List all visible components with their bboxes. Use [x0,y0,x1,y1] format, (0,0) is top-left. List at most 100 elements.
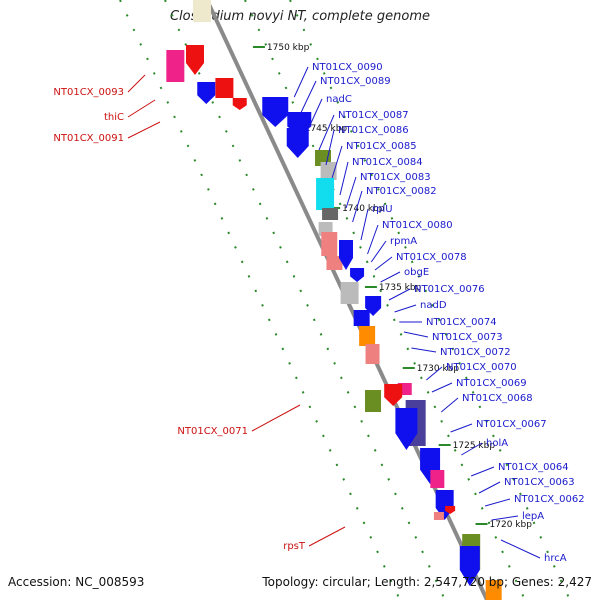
forward-gene-label: thiC [104,112,124,123]
forward-gene-block [197,82,216,104]
forward-gene-block [193,0,211,22]
reverse-gene-label: NT01CX_0070 [446,362,517,373]
reverse-gene-label: NT01CX_0084 [352,157,423,168]
forward-gene-block [215,78,234,98]
forward-gene-leader [251,404,301,432]
reverse-gene-label: hrcA [544,553,567,564]
reverse-gene-label: NT01CX_0064 [498,462,569,473]
forward-gene-block [186,45,204,75]
reverse-gene-leader [484,498,511,507]
reverse-gene-label: NT01CX_0072 [440,347,511,358]
reverse-gene-block [322,208,339,220]
reverse-gene-label: NT01CX_0089 [320,76,391,87]
reverse-gene-label: NT01CX_0083 [360,172,431,183]
reverse-gene-leader [331,145,343,179]
reverse-gene-block [353,310,370,326]
reverse-gene-block [430,470,445,488]
ruler-tick-label: 1740 kbp [342,204,385,214]
reverse-gene-label: rplU [372,204,393,215]
forward-gene-block [232,98,247,110]
reverse-gene-label: nadD [420,300,447,311]
reverse-gene-label: NT01CX_0087 [338,110,409,121]
reverse-gene-block [340,282,359,304]
reverse-gene-block [262,97,289,127]
reverse-gene-block [395,408,418,450]
reverse-gene-block [326,256,343,270]
reverse-gene-label: NT01CX_0067 [476,419,547,430]
reverse-gene-leader [491,515,519,521]
guide-dots-inner-right [244,0,526,600]
genome-summary-text: Topology: circular; Length: 2,547,720 bp… [262,575,592,589]
reverse-gene-block [365,344,380,364]
reverse-gene-label: NT01CX_0069 [456,378,527,389]
forward-gene-block [365,390,381,412]
forward-gene-leader [308,526,346,547]
reverse-gene-label: NT01CX_0086 [338,125,409,136]
ruler-tick-label: 1735 kbp [379,283,422,293]
reverse-gene-leader [352,190,363,223]
reverse-gene-block [350,268,365,282]
reverse-gene-leader [388,288,411,301]
forward-gene-block [445,506,456,514]
reverse-gene-leader [380,271,401,283]
reverse-gene-leader [339,161,349,196]
ruler-tick-label: 1720 kbp [490,520,533,530]
forward-gene-label: NT01CX_0071 [177,426,248,437]
forward-gene-block [166,50,185,82]
reverse-gene-block [316,178,335,210]
forward-gene-block [433,512,444,520]
reverse-gene-label: NT01CX_0078 [396,252,467,263]
reverse-gene-leader [370,240,387,263]
reverse-gene-label: NT01CX_0063 [504,477,575,488]
ruler-tick-label: 1750 kbp [267,43,310,53]
ruler-tick-label: 1725 kbp [453,441,496,451]
reverse-gene-leader [318,114,335,151]
reverse-gene-label: nadC [326,94,352,105]
reverse-gene-leader [367,224,379,255]
reverse-gene-leader [374,256,393,271]
reverse-gene-label: NT01CX_0073 [432,332,503,343]
reverse-gene-label: NT01CX_0062 [514,494,585,505]
ruler-tick-label: 1745 kbp [305,124,348,134]
reverse-gene-leader [461,442,483,456]
reverse-gene-leader [431,382,453,393]
reverse-gene-label: lepA [522,511,544,522]
forward-gene-leader [127,74,146,93]
reverse-gene-label: NT01CX_0085 [346,141,417,152]
reverse-gene-leader [450,423,473,433]
reverse-gene-leader [440,397,459,413]
reverse-gene-label: obgE [404,267,429,278]
reverse-gene-block [286,128,309,158]
reverse-gene-label: NT01CX_0090 [312,62,383,73]
ruler-tick-label: 1730 kbp [417,364,460,374]
reverse-gene-label: NT01CX_0076 [414,284,485,295]
reverse-gene-label: NT01CX_0080 [382,220,453,231]
reverse-gene-leader [308,98,323,129]
reverse-gene-leader [478,481,501,494]
forward-gene-label: rpsT [283,541,306,552]
reverse-gene-leader [500,539,541,559]
forward-gene-label: NT01CX_0091 [53,133,124,144]
reverse-gene-leader [470,466,495,477]
forward-gene-leader [127,99,156,118]
reverse-gene-leader [360,208,369,241]
reverse-gene-leader [411,347,437,353]
reverse-gene-leader [394,304,417,313]
reverse-gene-label: NT01CX_0068 [462,393,533,404]
reverse-gene-leader [325,129,335,166]
reverse-gene-label: NT01CX_0074 [426,317,497,328]
forward-gene-block [384,384,403,406]
forward-gene-label: NT01CX_0093 [53,87,124,98]
reverse-gene-block [339,240,353,270]
accession-text: Accession: NC_008593 [8,575,145,589]
reverse-gene-block [321,232,338,256]
reverse-gene-block [359,326,376,346]
forward-gene-leader [127,121,161,139]
reverse-gene-block [459,546,480,586]
reverse-gene-leader [403,331,429,338]
reverse-gene-block [485,580,502,600]
map-title: Clostridium novyi NT, complete genome [169,9,431,24]
reverse-gene-leader [300,80,317,113]
